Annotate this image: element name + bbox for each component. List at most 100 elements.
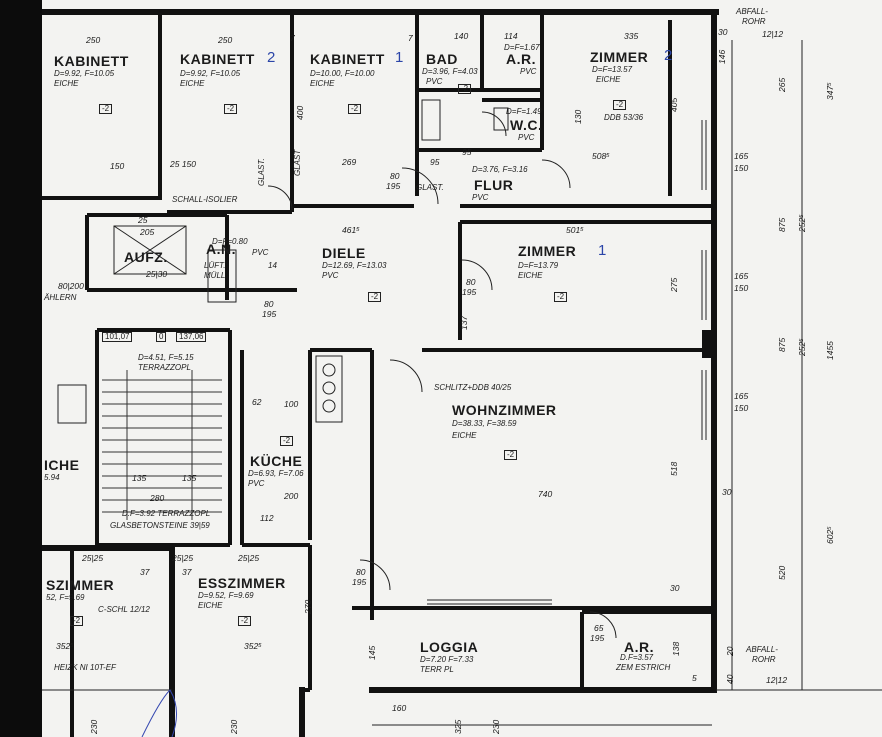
dim-label: 335 [624,31,639,41]
dim-label: 7 [408,33,413,43]
room-kueche-left-area: 5.94 [44,473,60,482]
dim-label: 25 [138,215,148,225]
dim-label: 95 [462,147,472,157]
room-kueche-floor: PVC [248,479,265,488]
note-muell: MÜLL. [204,271,228,280]
stair-glass-blocks: GLASBETONSTEINE 39|59 [110,521,210,530]
dim-label: 501⁵ [566,225,584,235]
level-tag: -2 [458,84,472,94]
dim-label: 30 [670,583,680,593]
dim-label: 508⁵ [592,151,610,161]
room-aufzug: AUFZ. [124,249,168,265]
room-an-floor: PVC [252,248,269,257]
dim-label: 37 [182,567,192,577]
dim-label: 230 [89,719,99,734]
dim-label: 270 [303,599,313,614]
note-rohr-bottom: ROHR [752,655,776,664]
dim-label: 405 [669,97,679,112]
dim-label: 518 [669,461,679,476]
dim-label: 275 [669,277,679,292]
room-diele: DIELE [322,245,366,261]
dim-label: 875 [777,217,787,232]
room-ar-top-floor: PVC [520,67,537,76]
dim-label: 137 [459,315,469,330]
dim-label: 135 [182,473,197,483]
room-wohnzimmer: WOHNZIMMER [452,402,557,418]
dim-label: 112 [260,513,274,523]
dim-label: 150 [734,163,749,173]
room-kabinett-1: KABINETT [310,51,385,67]
level-tag: -2 [368,292,382,302]
dim-label: 269 [342,157,357,167]
dim-label: 250 [218,35,233,45]
dim-label: 195 [352,577,367,587]
room-szimmer-area: 52, F=9.69 [46,593,85,602]
room-ar-top: A.R. [506,51,536,67]
room-loggia-area: D=7.20 F=7.33 [420,655,474,664]
stair-area: D=4.51, F=5.15 [138,353,194,362]
dim-label: 740 [538,489,553,499]
dim-label: 195 [262,309,277,319]
note-rohr-top-dim: 12|12 [762,29,784,39]
room-esszimmer: ESSZIMMER [198,575,286,591]
dim-label: 130 [573,109,583,124]
dim-label: 62 [252,397,262,407]
dim-label: 80 [466,277,476,287]
level-tag: -2 [348,104,362,114]
dim-label: 30 [718,27,728,37]
room-zimmer-2-floor: EICHE [596,75,621,84]
dim-label: 140 [454,31,469,41]
dim-label: 400 [295,105,305,120]
dim-label: 25|30 [146,269,168,279]
dim-label: 1455 [825,341,835,360]
dim-label: 265 [777,77,787,92]
note-lueft: LÜFT. [204,261,226,270]
room-zimmer-1-area: D=F=13.79 [518,261,559,270]
room-loggia-floor: TERR PL [420,665,454,674]
room-esszimmer-floor: EICHE [198,601,223,610]
dim-label: 135 [132,473,147,483]
room-esszimmer-area: D=9.52, F=9.69 [198,591,254,600]
room-zimmer-1-floor: EICHE [518,271,543,280]
room-bad-floor: PVC [426,77,443,86]
note-rohr-bottom-dim: 12|12 [766,675,788,685]
dim-label: 25|25 [82,553,104,563]
note-schall-isolier: SCHALL-ISOLIER [172,195,238,204]
room-number-1b: 1 [598,242,607,259]
note-abfall-top: ABFALL- [736,7,768,16]
room-kueche-left: ICHE [44,457,80,473]
room-flur-area: D=3.76, F=3.16 [472,165,528,174]
dim-label: 195 [386,181,401,191]
room-ar-bottom: A.R. [624,639,654,655]
room-kabinett-left-area: D=9.92, F=10.05 [54,69,115,78]
dim-label: 280 [150,493,165,503]
room-number-2b: 2 [664,47,673,64]
stair-landing-floor: D.F=3.92 TERRAZZOPL [122,509,211,518]
room-loggia: LOGGIA [420,639,479,655]
dim-label: 150 [734,283,749,293]
dim-label: 20 [725,646,735,656]
dim-label: 7 [290,33,295,43]
note-rohr-top: ROHR [742,17,766,26]
room-zimmer-2-area: D=F=13.57 [592,65,633,74]
room-szimmer: SZIMMER [46,577,115,593]
dim-label: 347⁵ [825,82,835,100]
stair-floor: TERRAZZOPL [138,363,191,372]
landing-level-b: 0 [156,332,167,342]
dim-label: 160 [392,703,407,713]
level-tag: -2 [224,104,238,114]
room-zimmer-2: ZIMMER [590,49,649,65]
room-wohnzimmer-area: D=38.33, F=38.59 [452,419,517,428]
room-kabinett-2-floor: EICHE [180,79,205,88]
level-tag: -2 [99,104,113,114]
note-abfall-bottom: ABFALL- [746,645,778,654]
dim-label: 80 [356,567,366,577]
dim-label: 80 [264,299,274,309]
dim-label: 5 [692,673,697,683]
room-zimmer-1: ZIMMER [518,243,577,259]
room-diele-area: D=12.69, F=13.03 [322,261,387,270]
dim-label: 520 [777,565,787,580]
room-wc-area: D=F=1.49 [506,107,542,116]
level-tag: -2 [504,450,518,460]
dim-label: 25|25 [172,553,194,563]
